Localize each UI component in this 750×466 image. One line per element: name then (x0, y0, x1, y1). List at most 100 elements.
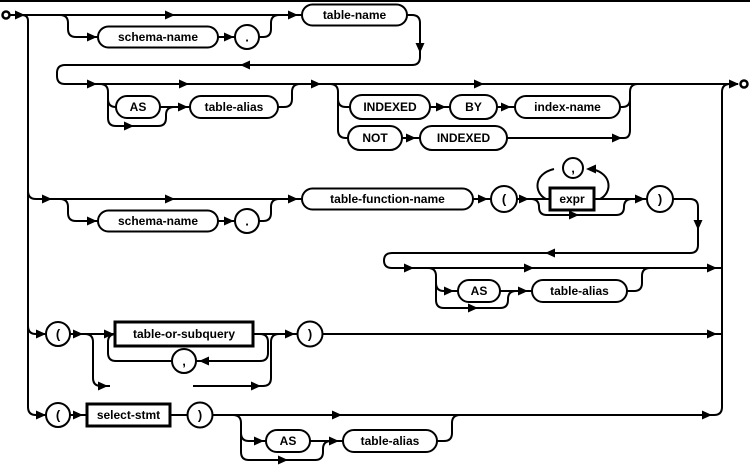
expr-link-node[interactable]: expr (548, 186, 596, 212)
open-paren-row3-shape (490, 185, 518, 213)
close-paren-row3-label: ) (658, 192, 662, 207)
arrowhead-icon (406, 133, 416, 143)
connector-line (27, 325, 37, 335)
comma-row5-label: , (182, 354, 186, 369)
dot-row1-node: . (234, 24, 260, 50)
arrowhead-icon (635, 194, 645, 204)
dot-row3-node: . (234, 208, 260, 234)
select-stmt-link-node[interactable]: select-stmt (85, 402, 172, 428)
as-keyword-row6-label: AS (280, 434, 297, 448)
comma-row5-node: , (171, 348, 197, 374)
connector-line (278, 83, 301, 108)
arrowhead-icon (729, 79, 739, 89)
connector-line (193, 333, 280, 387)
arrowhead-icon (224, 32, 234, 42)
as-keyword-row4-label: AS (471, 284, 488, 298)
close-paren-row6-node: ) (186, 401, 214, 429)
connector-line (382, 198, 699, 269)
table-or-subquery-link-node[interactable]: table-or-subquery (113, 320, 255, 348)
connector-line (437, 414, 461, 442)
connector-line (530, 198, 633, 216)
open-paren-row5-node: ( (45, 321, 71, 347)
indexed-keyword-node: INDEXED (349, 94, 431, 120)
arrowhead-icon (87, 216, 97, 226)
table-function-name-label: table-function-name (330, 192, 445, 206)
table-function-name-node: table-function-name (301, 187, 474, 211)
comma-row3-shape (562, 157, 584, 179)
arrowhead-icon (468, 303, 478, 313)
open-paren-row5-label: ( (56, 327, 61, 342)
close-paren-row3-shape (646, 185, 674, 213)
index-name-label: index-name (534, 100, 601, 114)
connector-line (240, 432, 266, 442)
arrowhead-icon (501, 102, 511, 112)
connector-line (232, 414, 343, 461)
arrowhead-icon (199, 356, 209, 366)
by-keyword-shape (449, 94, 498, 120)
arrowhead-icon (415, 43, 425, 53)
arrowhead-icon (124, 121, 134, 131)
close-paren-row5-node: ) (296, 320, 324, 348)
indexed-keyword-2-node: INDEXED (419, 125, 508, 151)
dot-row1-shape (234, 24, 260, 50)
not-keyword-shape (347, 125, 403, 151)
open-paren-row6-node: ( (45, 402, 71, 428)
comma-row5-shape (171, 348, 197, 374)
select-stmt-link-label: select-stmt (97, 408, 160, 422)
arrowhead-icon (693, 220, 703, 230)
connector-line (536, 168, 555, 200)
schema-name-row3-label: schema-name (118, 214, 198, 228)
table-name-shape (301, 3, 408, 27)
open-paren-row3-node: ( (490, 185, 518, 213)
close-paren-row6-shape (186, 401, 214, 429)
indexed-keyword-shape (349, 94, 431, 120)
arrowhead-icon (285, 329, 295, 339)
arrowhead-icon (36, 410, 46, 420)
arrowhead-icon (707, 263, 717, 273)
arrowhead-icon (569, 210, 579, 220)
table-alias-row4-node: table-alias (531, 279, 628, 303)
index-name-node: index-name (514, 95, 621, 119)
arrowhead-icon (87, 32, 97, 42)
dot-row3-label: . (245, 214, 249, 229)
arrowhead-icon (288, 194, 298, 204)
arrowhead-icon (165, 194, 175, 204)
expr-link-label: expr (559, 192, 585, 206)
as-keyword-row6-shape (265, 429, 311, 453)
connector-line (435, 282, 458, 292)
arrowhead-icon (165, 10, 175, 20)
as-keyword-row2-label: AS (130, 100, 147, 114)
connector-line (427, 267, 532, 309)
arrowhead-icon (288, 10, 298, 20)
schema-name-row3-shape (97, 209, 219, 233)
indexed-keyword-2-label: INDEXED (437, 131, 491, 145)
table-alias-row6-label: table-alias (361, 434, 420, 448)
by-keyword-node: BY (449, 94, 498, 120)
table-name-node: table-name (301, 3, 408, 27)
end-terminal-icon (739, 79, 749, 89)
table-or-subquery-link-label: table-or-subquery (133, 327, 235, 341)
arrowhead-icon (179, 79, 189, 89)
select-stmt-link-shape (85, 402, 172, 428)
arrowhead-icon (240, 60, 250, 70)
arrowhead-icon (178, 102, 188, 112)
start-terminal-icon (1, 10, 11, 20)
arrowhead-icon (73, 410, 83, 420)
as-keyword-row2-node: AS (115, 95, 161, 119)
arrowhead-icon (73, 329, 83, 339)
connector-line (329, 83, 350, 139)
arrowhead-icon (42, 194, 52, 204)
open-paren-row6-shape (45, 402, 71, 428)
arrowhead-icon (104, 329, 114, 339)
as-keyword-row2-shape (115, 95, 161, 119)
arrowhead-icon (251, 381, 261, 391)
arrowhead-icon (87, 79, 97, 89)
connector-line (56, 14, 421, 85)
close-paren-row6-label: ) (198, 408, 202, 423)
open-paren-row6-label: ( (56, 408, 61, 423)
as-keyword-row6-node: AS (265, 429, 311, 453)
dot-row1-label: . (245, 30, 249, 45)
arrowhead-icon (436, 102, 446, 112)
